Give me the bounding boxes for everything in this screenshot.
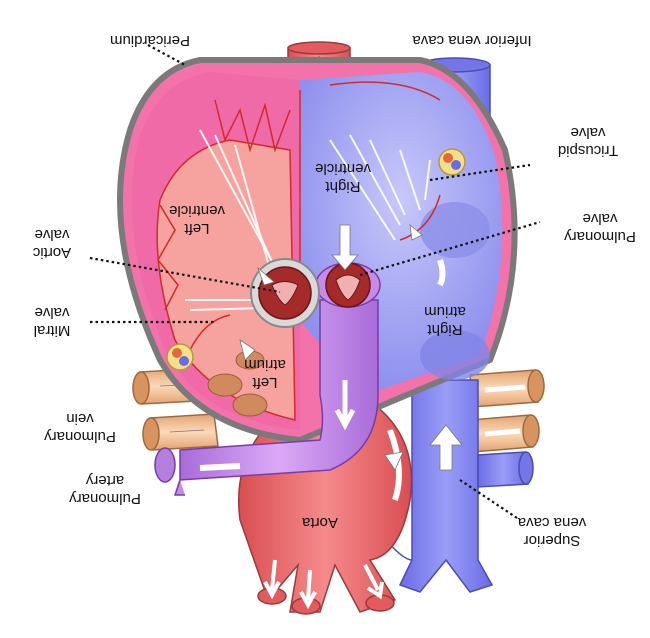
flow-arrow xyxy=(429,424,463,471)
label-superior-vena-cava-1: Superior xyxy=(524,532,581,549)
label-tricuspid-valve-2: valve xyxy=(570,124,605,141)
chordae-tendineae xyxy=(185,129,431,311)
leader-pulmonary-valve xyxy=(359,220,541,277)
chamber-flow-arrows xyxy=(239,224,446,361)
label-right-atrium-2: atrium xyxy=(424,303,466,320)
left-atrium-vein-openings xyxy=(207,350,268,417)
label-left-atrium-2: atrium xyxy=(244,356,286,373)
conduction-node-left xyxy=(166,343,194,371)
mitral-valve-leaflet xyxy=(189,314,231,351)
label-pulmonary-artery-2: artery xyxy=(85,472,124,489)
leader-aortic-valve xyxy=(89,256,281,294)
label-pulmonary-artery-1: Pulmonary xyxy=(69,490,141,507)
tricuspid-valve-leaflet xyxy=(399,194,441,241)
label-left-atrium-1: Left xyxy=(252,374,278,391)
label-mitral-valve-2: valve xyxy=(34,304,69,321)
leader-pericardium xyxy=(147,44,186,66)
superior-vena-cava-vessel xyxy=(369,379,534,593)
label-pulmonary-vein-2: vein xyxy=(66,410,94,427)
label-tricuspid-valve-1: Tricuspid xyxy=(558,142,618,159)
label-right-ventricle-1: Right xyxy=(325,178,361,195)
leader-superior-vena-cava xyxy=(459,479,521,521)
label-aorta: Aorta xyxy=(301,514,338,531)
leader-tricuspid xyxy=(429,163,531,182)
label-right-ventricle-2: ventricle xyxy=(315,160,371,177)
label-pulmonary-valve-2: valve xyxy=(582,210,617,227)
label-pericardium: Pericardium xyxy=(110,32,190,49)
label-left-ventricle-2: ventricle xyxy=(169,202,225,219)
label-pulmonary-valve-1: Pulmonary xyxy=(564,228,636,245)
label-aortic-valve-1: Aortic xyxy=(32,244,71,261)
pulmonary-valve xyxy=(325,262,371,308)
aortic-valve-ring xyxy=(250,258,320,328)
label-left-ventricle-1: Left xyxy=(184,220,210,237)
label-aortic-valve-2: valve xyxy=(34,226,69,243)
label-right-atrium-1: Right xyxy=(427,321,463,338)
label-mitral-valve-1: Mitral xyxy=(34,322,71,339)
label-inferior-vena-cava: Inferior vena cava xyxy=(412,32,532,49)
conduction-node-right xyxy=(438,148,466,176)
label-pulmonary-vein-1: Pulmonary xyxy=(44,428,116,445)
pulmonary-veins-right xyxy=(469,369,545,453)
label-superior-vena-cava-2: vena cava xyxy=(517,514,586,531)
